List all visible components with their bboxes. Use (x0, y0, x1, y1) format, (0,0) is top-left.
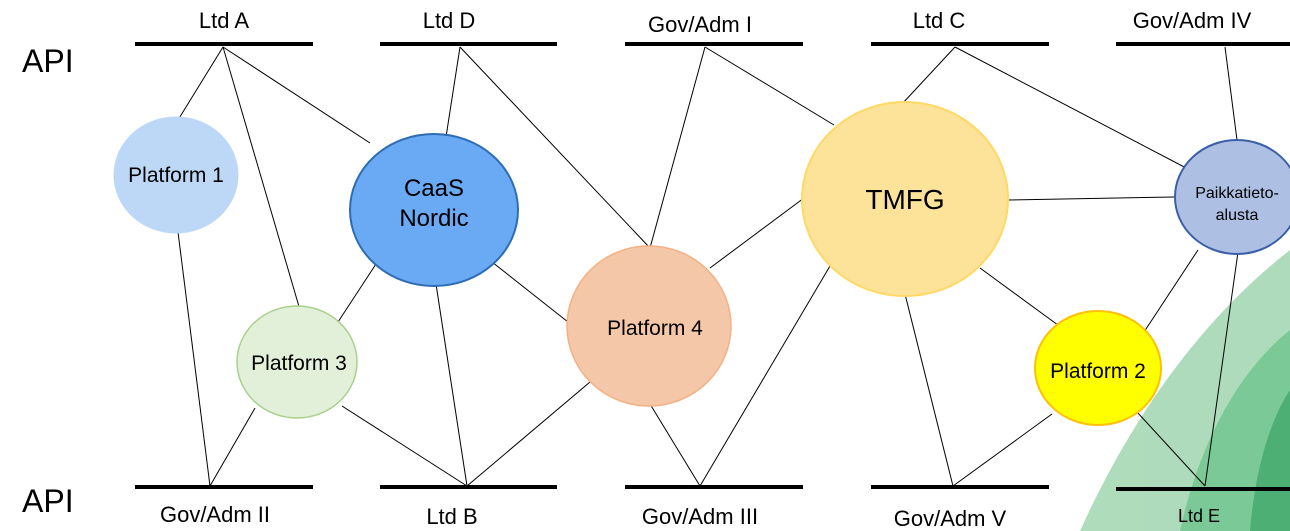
edge-govadm4-paikka (1224, 46, 1238, 141)
edge-p4-govadm3 (649, 403, 701, 487)
paikkatietoalusta-label-line1: Paikkatieto- (1195, 185, 1279, 202)
api-label-bottom: API (22, 483, 74, 519)
paikkatietoalusta-label-line2: alusta (1216, 207, 1259, 224)
tmfg-label: TMFG (865, 184, 944, 215)
edge-p4-ltdb (466, 381, 591, 487)
edge-p3-govadm2 (209, 407, 256, 487)
label-gov-adm-i: Gov/Adm I (648, 12, 752, 37)
edge-tmfg-govadm5 (904, 293, 954, 487)
label-gov-adm-v: Gov/Adm V (894, 506, 1007, 531)
platform-4-circle (566, 245, 732, 407)
edge-tmfg-paikka (1007, 196, 1175, 201)
paikkatietoalusta-circle (1174, 139, 1290, 255)
edge-ltdc-tmfg (901, 46, 956, 105)
leaf-dark-shape (1250, 390, 1290, 531)
edge-p1-govadm2 (177, 231, 211, 487)
edge-govadm1-tmfg (704, 46, 835, 126)
edge-p4-tmfg (709, 197, 805, 269)
node-platform-3: Platform 3 (236, 305, 358, 419)
endpoint-labels: Ltd A Ltd D Gov/Adm I Ltd C Gov/Adm IV G… (160, 8, 1252, 531)
platform-4-label: Platform 4 (607, 317, 703, 340)
caas-nordic-label-line2: Nordic (399, 205, 468, 232)
label-ltd-c: Ltd C (913, 8, 966, 33)
label-ltd-d: Ltd D (423, 8, 476, 33)
platform-3-circle (236, 305, 358, 419)
label-gov-adm-iii: Gov/Adm III (642, 504, 758, 529)
node-platform-2: Platform 2 (1034, 310, 1162, 426)
api-label-top: API (22, 43, 74, 79)
tmfg-circle (801, 101, 1009, 297)
leaf-decoration (1080, 250, 1290, 531)
edge-p2-ltde (1125, 399, 1206, 487)
edge-tmfg-p2 (979, 267, 1063, 329)
edge-ltda-caas (222, 46, 371, 144)
edge-govadm1-p4 (649, 46, 706, 249)
node-tmfg: TMFG (801, 101, 1009, 297)
label-gov-adm-ii: Gov/Adm II (160, 502, 270, 527)
platform-1-circle (113, 116, 239, 234)
edge-caas-p4 (491, 261, 569, 323)
edge-paikka-p2 (1143, 249, 1199, 333)
platform-2-circle (1034, 310, 1162, 426)
caas-nordic-label-line1: CaaS (404, 175, 464, 202)
caas-nordic-circle (349, 133, 519, 287)
edge-p2-govadm5 (952, 413, 1053, 487)
edge-paikka-ltde (1204, 251, 1239, 487)
node-caas-nordic: CaaS Nordic (349, 133, 519, 287)
edge-tmfg-govadm3 (699, 265, 831, 487)
edge-p3-ltdb (341, 405, 468, 487)
connections (177, 46, 1239, 487)
platform-1-label: Platform 1 (128, 164, 224, 187)
label-ltd-b: Ltd B (426, 504, 477, 529)
edge-p3-caas (337, 263, 377, 323)
edge-ltda-p3 (222, 46, 301, 311)
label-ltd-e: Ltd E (1178, 506, 1220, 526)
node-platform-1: Platform 1 (113, 116, 239, 234)
label-ltd-a: Ltd A (199, 8, 249, 33)
platform-2-label: Platform 2 (1050, 360, 1146, 383)
edge-ltdd-p4 (459, 46, 651, 249)
api-bars (135, 42, 1290, 491)
platform-3-label: Platform 3 (251, 352, 347, 375)
edge-ltda-p1 (177, 46, 224, 121)
node-platform-4: Platform 4 (566, 245, 732, 407)
edge-ltdd-caas (445, 46, 461, 138)
edge-ltdc-paikka (954, 46, 1191, 171)
label-gov-adm-iv: Gov/Adm IV (1133, 8, 1252, 33)
edge-caas-ltdb (435, 283, 468, 487)
node-paikkatietoalusta: Paikkatieto- alusta (1174, 139, 1290, 255)
